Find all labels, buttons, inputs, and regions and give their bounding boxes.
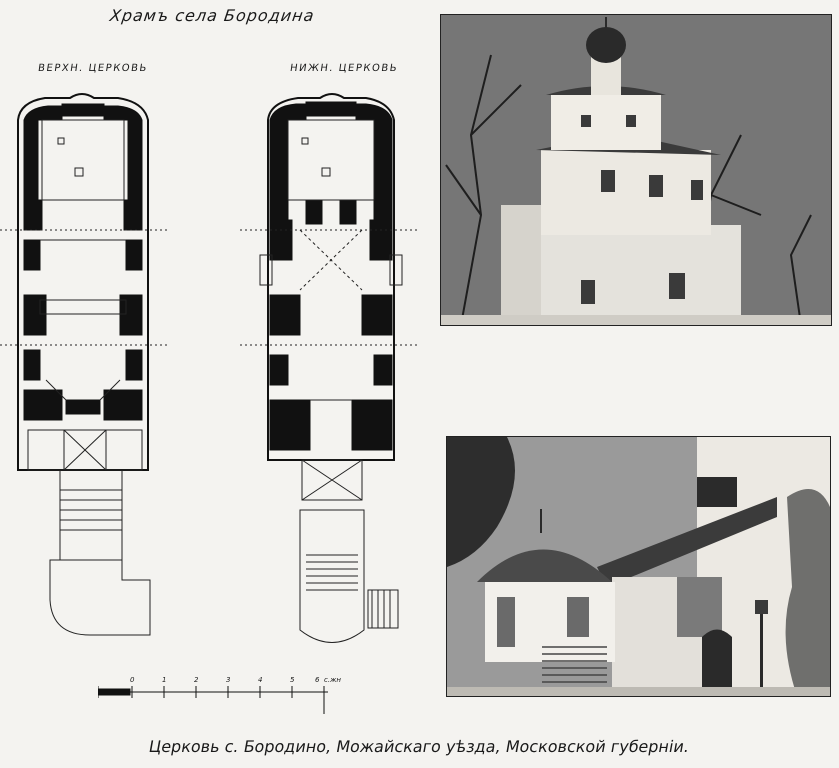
- scale-tick-3: 3: [226, 676, 231, 684]
- page-caption: Церковь с. Бородино, Можайскаго уѣзда, М…: [0, 737, 839, 756]
- scale-tick-5: 5: [290, 676, 295, 684]
- upper-church-floor-plan: [0, 93, 170, 636]
- scale-unit: с.жн: [324, 676, 341, 684]
- church-photo-top: [440, 14, 832, 326]
- upper-church-label: ВЕРХН. ЦЕРКОВЬ: [37, 63, 149, 74]
- church-photo-bottom: [446, 436, 831, 697]
- scale-bar: [98, 686, 328, 714]
- scale-tick-4: 4: [258, 676, 263, 684]
- lower-church-floor-plan: [240, 93, 420, 643]
- scale-tick-1: 1: [162, 676, 167, 684]
- page-title: Храмъ села Бородина: [108, 6, 316, 25]
- lower-church-label: НИЖН. ЦЕРКОВЬ: [289, 63, 399, 74]
- scale-tick-0: 0: [130, 676, 135, 684]
- scale-tick-2: 2: [194, 676, 199, 684]
- caption-text: Церковь с. Бородино, Можайскаго уѣзда, М…: [147, 737, 692, 756]
- scale-tick-6: 6: [315, 676, 320, 684]
